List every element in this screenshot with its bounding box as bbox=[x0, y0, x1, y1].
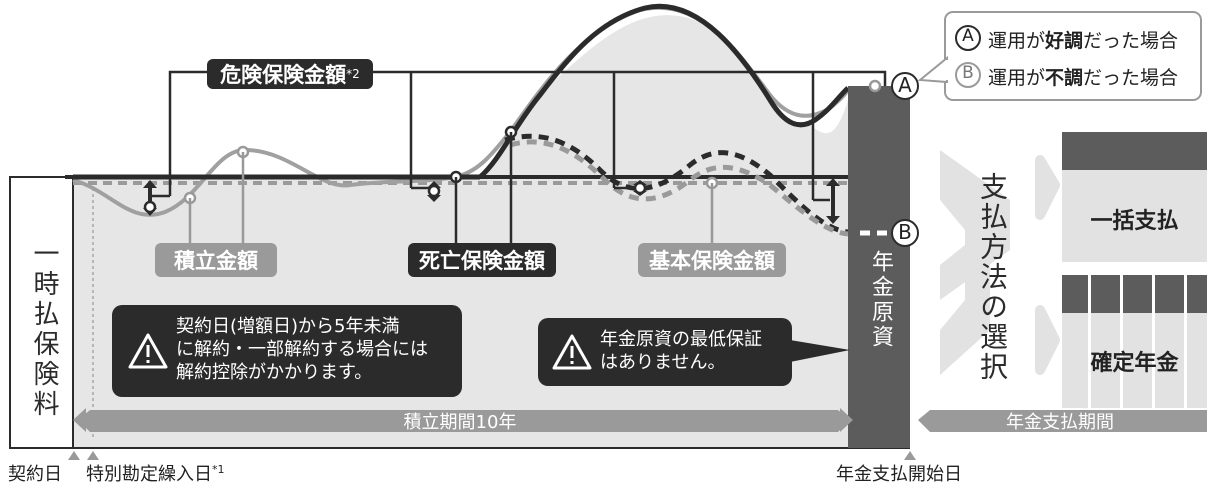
fixed-annuity-label: 確定年金 bbox=[1090, 351, 1179, 376]
contract-date-label: 契約日 bbox=[8, 464, 62, 485]
choice-chevron-1 bbox=[1035, 155, 1060, 220]
transfer-date-label: 特別勘定繰入日*1 bbox=[86, 460, 225, 486]
premium-label: 一時払保険料 bbox=[29, 240, 59, 420]
legend-a-circle bbox=[955, 25, 981, 51]
marker-a-circle bbox=[891, 72, 919, 100]
transfer-date-text: 特別勘定繰入日 bbox=[86, 464, 212, 485]
fixed-annuity-body bbox=[1062, 313, 1207, 408]
legend-b-pre: 運用が bbox=[988, 67, 1046, 89]
payout-period-label: 年金支払期間 bbox=[1006, 412, 1114, 433]
legend-a-pre: 運用が bbox=[988, 30, 1046, 52]
surrender-line-2: に解約・一部解約する場合には bbox=[176, 339, 428, 360]
legend-a-text: 運用が好調だった場合 bbox=[988, 26, 1178, 53]
death-benefit-label: 死亡保険金額 bbox=[408, 243, 556, 277]
marker-b-circle bbox=[891, 219, 919, 247]
surrender-line-3: 解約控除がかかります。 bbox=[176, 362, 373, 383]
pension-fund-label: 年金原資 bbox=[868, 250, 893, 350]
transfer-tick bbox=[87, 451, 99, 460]
no-guarantee-pointer bbox=[790, 340, 850, 362]
legend-a-bold: 好調 bbox=[1045, 30, 1084, 52]
accumulation-period-label: 積立期間10年 bbox=[403, 412, 517, 433]
danger-amount-note: *2 bbox=[346, 67, 360, 81]
legend-b-mark: B bbox=[962, 63, 974, 83]
dot-4 bbox=[427, 184, 441, 198]
marker-b-label: B bbox=[898, 220, 912, 244]
payout-period-band bbox=[918, 410, 1207, 432]
death-benefit-curve-a bbox=[478, 3, 850, 179]
dot-9 bbox=[868, 79, 882, 93]
danger-bracket bbox=[168, 70, 887, 196]
surrender-line-1: 契約日(増額日)から5年未満 bbox=[176, 316, 400, 337]
savings-amount-label: 積立金額 bbox=[155, 243, 277, 277]
legend-b-text: 運用が不調だった場合 bbox=[988, 63, 1178, 90]
legend-b-bold: 不調 bbox=[1045, 67, 1084, 89]
legend-a-mark: A bbox=[962, 26, 974, 46]
legend-b-circle bbox=[955, 62, 981, 88]
marker-a-label: A bbox=[898, 73, 912, 97]
legend-b-post: だった場合 bbox=[1083, 67, 1179, 89]
contract-tick bbox=[68, 451, 80, 460]
pension-fund-bar bbox=[848, 86, 910, 448]
dot-7 bbox=[633, 181, 647, 195]
surrender-warning: 契約日(増額日)から5年未満 に解約・一部解約する場合には 解約控除がかかります… bbox=[112, 305, 462, 397]
payout-start-label: 年金支払開始日 bbox=[836, 464, 962, 485]
basic-amount-label: 基本保険金額 bbox=[638, 243, 786, 277]
choice-chevron-2 bbox=[1035, 305, 1060, 375]
warning-icon bbox=[552, 334, 592, 370]
warning-icon bbox=[128, 333, 168, 369]
premium-box bbox=[9, 176, 74, 449]
payout-start-tick bbox=[904, 451, 916, 460]
no-guarantee-line-1: 年金原資の最低保証 bbox=[600, 329, 762, 350]
no-guarantee-warning: 年金原資の最低保証 はありません。 bbox=[538, 318, 792, 386]
gap-arrow-4 bbox=[826, 178, 840, 224]
legend-a-post: だった場合 bbox=[1083, 30, 1179, 52]
no-guarantee-line-2: はありません。 bbox=[600, 352, 726, 373]
accumulation-period-band bbox=[78, 410, 850, 432]
dot-1 bbox=[143, 200, 157, 214]
lump-sum-body bbox=[1062, 170, 1207, 262]
lump-sum-header bbox=[1062, 132, 1207, 170]
big-arrow bbox=[940, 160, 990, 375]
legend-box bbox=[944, 11, 1202, 101]
transfer-date-note: *1 bbox=[212, 463, 225, 476]
danger-amount-label: 危険保険金額*2 bbox=[207, 59, 373, 89]
death-benefit-curve-b bbox=[504, 133, 849, 235]
lump-sum-label: 一括支払 bbox=[1090, 209, 1179, 234]
legend-pointer bbox=[917, 55, 948, 84]
payment-choice-title: 支払方法の選択 bbox=[976, 172, 1009, 382]
danger-amount-text: 危険保険金額 bbox=[220, 63, 347, 87]
fixed-annuity-header bbox=[1062, 275, 1207, 313]
